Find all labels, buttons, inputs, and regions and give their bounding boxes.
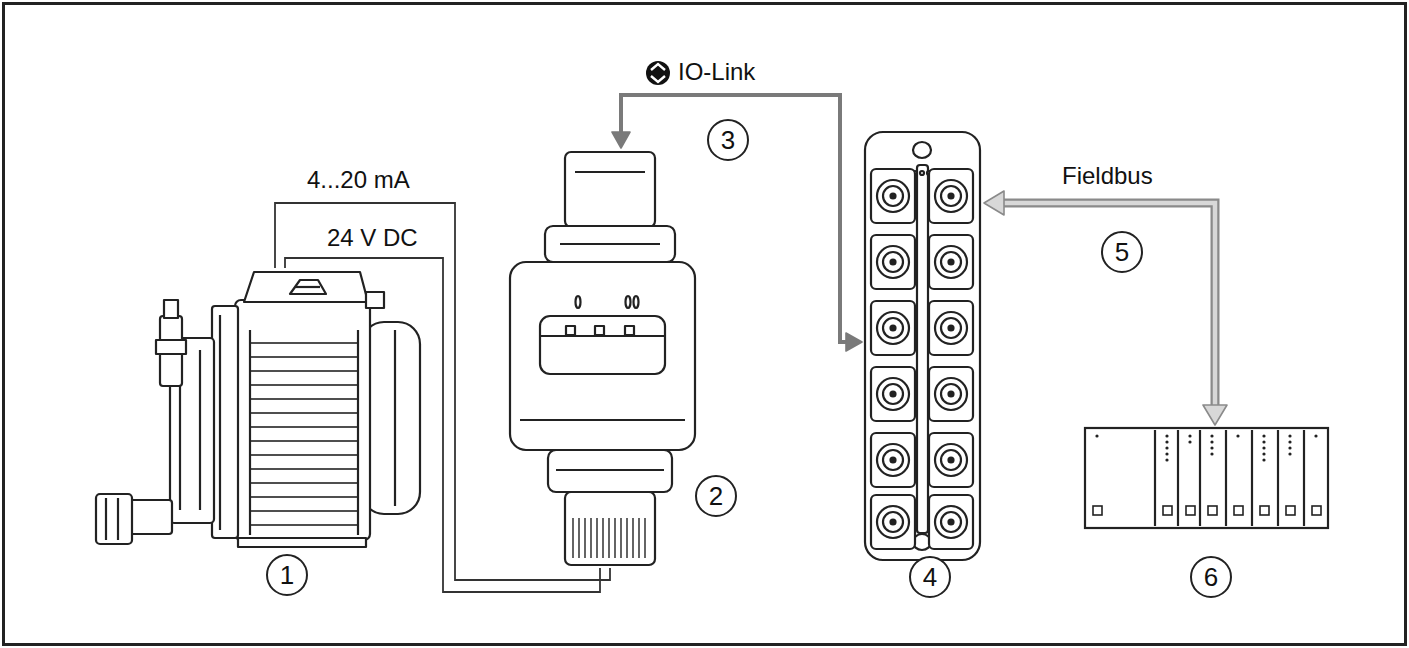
plc-node: 6 [1083, 425, 1333, 600]
edge-label: 24 V DC [325, 224, 420, 252]
edge-label: IO-Link [676, 58, 757, 86]
edge-label: 4...20 mA [305, 166, 412, 194]
callout-number: 1 [266, 554, 308, 596]
callout-number: 4 [909, 556, 951, 598]
iolink-master-illustration [865, 132, 980, 560]
converter-illustration [510, 152, 695, 565]
edge-label: Fieldbus [1060, 162, 1155, 190]
iolink-logo [646, 61, 670, 85]
plc-illustration [1085, 428, 1328, 528]
callout-number: 6 [1190, 556, 1232, 598]
fieldbus-arrow [984, 191, 1227, 425]
pump-node: 1 [95, 268, 425, 603]
callout-number: 2 [695, 475, 737, 517]
supply-wire [285, 258, 600, 592]
converter-node: 2 [505, 148, 745, 568]
callout-number: 3 [707, 119, 749, 161]
pump-illustration [96, 272, 420, 547]
iolink-arrow [612, 95, 862, 351]
callout-number: 5 [1101, 231, 1143, 273]
iolink-master-node: 4 [862, 130, 984, 600]
